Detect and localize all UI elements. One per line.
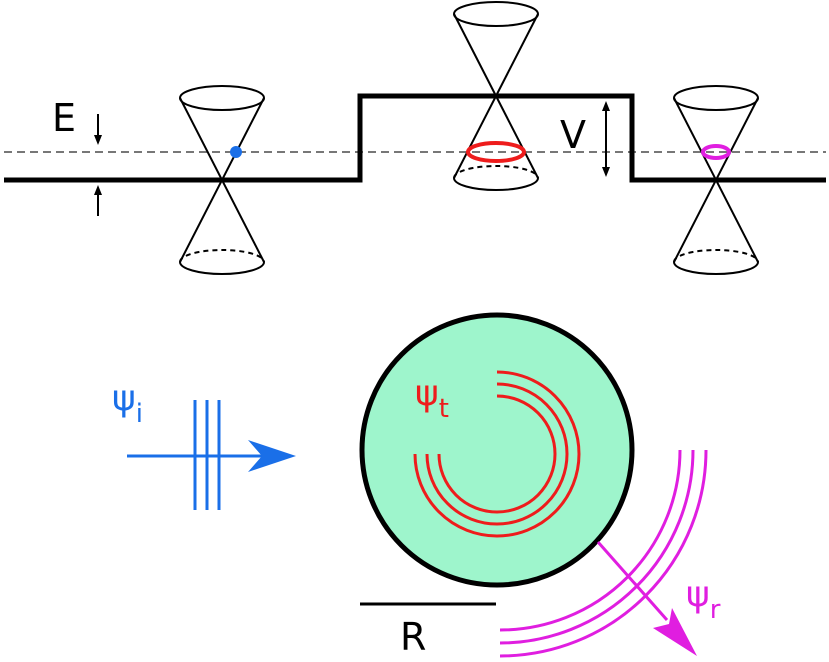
- scattering-disk: [359, 312, 635, 588]
- reflected-wave: [499, 449, 708, 658]
- reflected-arrowhead: [653, 608, 697, 656]
- barrier-height-label: V: [560, 113, 586, 157]
- incident-wave: [127, 400, 296, 510]
- incident-arrowhead: [248, 440, 296, 472]
- transmitted-wave: [413, 370, 581, 538]
- reflected-fermi-circle: [701, 144, 731, 160]
- fermi-point-dot: [230, 146, 242, 158]
- dirac-cone-left: [179, 85, 265, 275]
- transmitted-wave-label: ψt: [415, 373, 449, 424]
- incident-wave-label: ψi: [112, 378, 143, 429]
- reflected-wave-label: ψr: [686, 574, 721, 625]
- transmitted-fermi-circle: [466, 141, 526, 163]
- energy-label: E: [52, 96, 76, 140]
- radius-label: R: [400, 615, 426, 659]
- dirac-cone-right: [673, 85, 759, 275]
